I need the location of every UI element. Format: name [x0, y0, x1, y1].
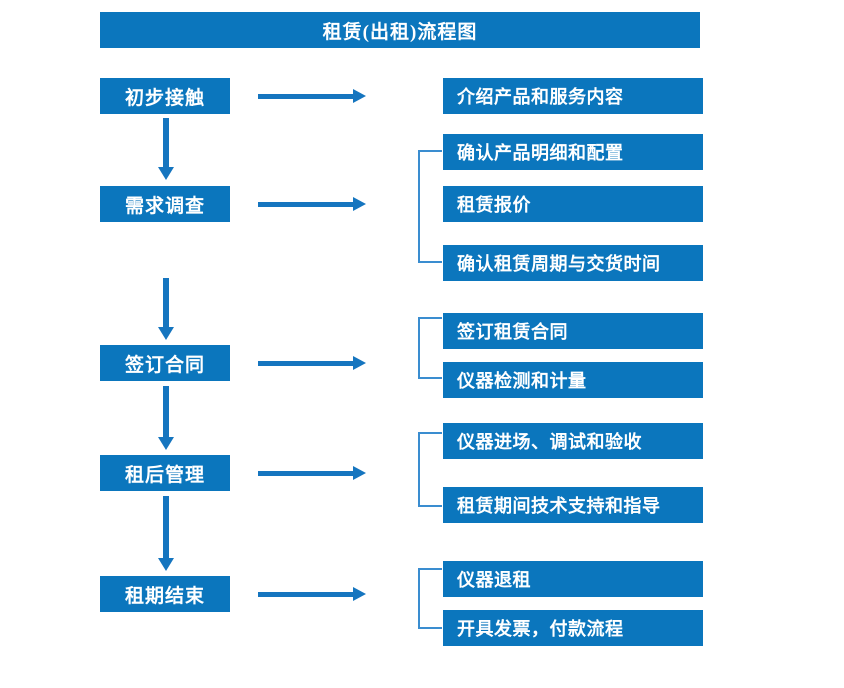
detail-box-6[interactable]: 仪器检测和计量 — [443, 362, 703, 398]
group-bracket-3 — [418, 432, 442, 507]
stage-box-5[interactable]: 租期结束 — [100, 576, 230, 612]
arrow-right-icon-5 — [258, 587, 366, 601]
group-bracket-2 — [418, 317, 442, 379]
arrow-right-icon-4 — [258, 466, 366, 480]
arrow-down-icon-2 — [158, 278, 174, 340]
arrow-down-icon-4 — [158, 496, 174, 571]
page-title: 租赁(出租)流程图 — [100, 12, 700, 48]
group-bracket-4 — [418, 568, 442, 629]
detail-box-9[interactable]: 仪器退租 — [443, 561, 703, 597]
detail-box-2[interactable]: 确认产品明细和配置 — [443, 134, 703, 170]
detail-box-4[interactable]: 确认租赁周期与交货时间 — [443, 245, 703, 281]
arrow-right-icon-2 — [258, 197, 366, 211]
arrow-down-icon-1 — [158, 118, 174, 180]
arrow-right-icon-3 — [258, 356, 366, 370]
stage-box-3[interactable]: 签订合同 — [100, 345, 230, 381]
stage-box-1[interactable]: 初步接触 — [100, 78, 230, 114]
group-bracket-1 — [418, 150, 442, 263]
stage-box-2[interactable]: 需求调查 — [100, 186, 230, 222]
detail-box-1[interactable]: 介绍产品和服务内容 — [443, 78, 703, 114]
detail-box-7[interactable]: 仪器进场、调试和验收 — [443, 423, 703, 459]
stage-box-4[interactable]: 租后管理 — [100, 455, 230, 491]
detail-box-3[interactable]: 租赁报价 — [443, 186, 703, 222]
detail-box-5[interactable]: 签订租赁合同 — [443, 313, 703, 349]
arrow-right-icon-1 — [258, 89, 366, 103]
detail-box-8[interactable]: 租赁期间技术支持和指导 — [443, 487, 703, 523]
arrow-down-icon-3 — [158, 386, 174, 450]
detail-box-10[interactable]: 开具发票，付款流程 — [443, 610, 703, 646]
